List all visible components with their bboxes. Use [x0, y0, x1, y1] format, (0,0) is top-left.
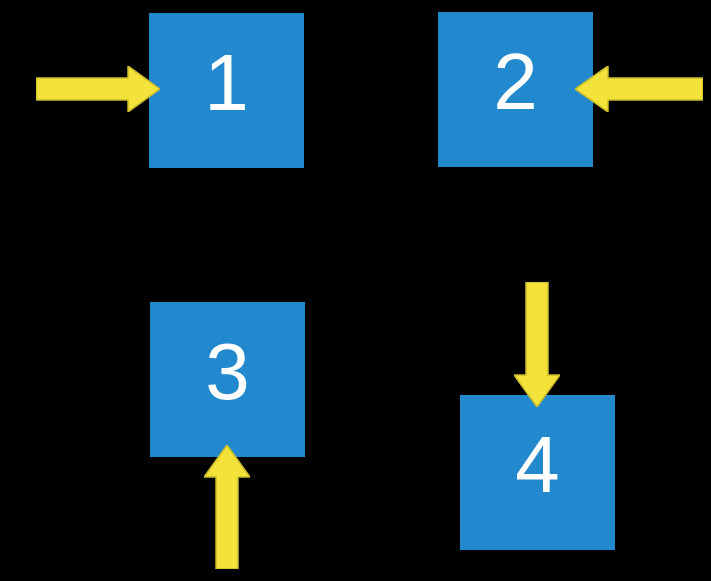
- up-arrow-icon: [204, 445, 250, 569]
- down-arrow-shape: [514, 282, 560, 407]
- square-4-label: 4: [515, 419, 560, 509]
- left-arrow-icon: [575, 66, 703, 112]
- square-2: 2: [438, 12, 593, 167]
- square-3-label: 3: [205, 326, 250, 416]
- square-1-label: 1: [204, 37, 249, 127]
- up-arrow-shape: [204, 445, 250, 569]
- square-1: 1: [149, 13, 304, 168]
- right-arrow-shape: [36, 66, 160, 112]
- square-4: 4: [460, 395, 615, 550]
- left-arrow-shape: [575, 66, 703, 112]
- square-2-label: 2: [493, 36, 538, 126]
- down-arrow-icon: [514, 282, 560, 407]
- right-arrow-icon: [36, 66, 160, 112]
- square-3: 3: [150, 302, 305, 457]
